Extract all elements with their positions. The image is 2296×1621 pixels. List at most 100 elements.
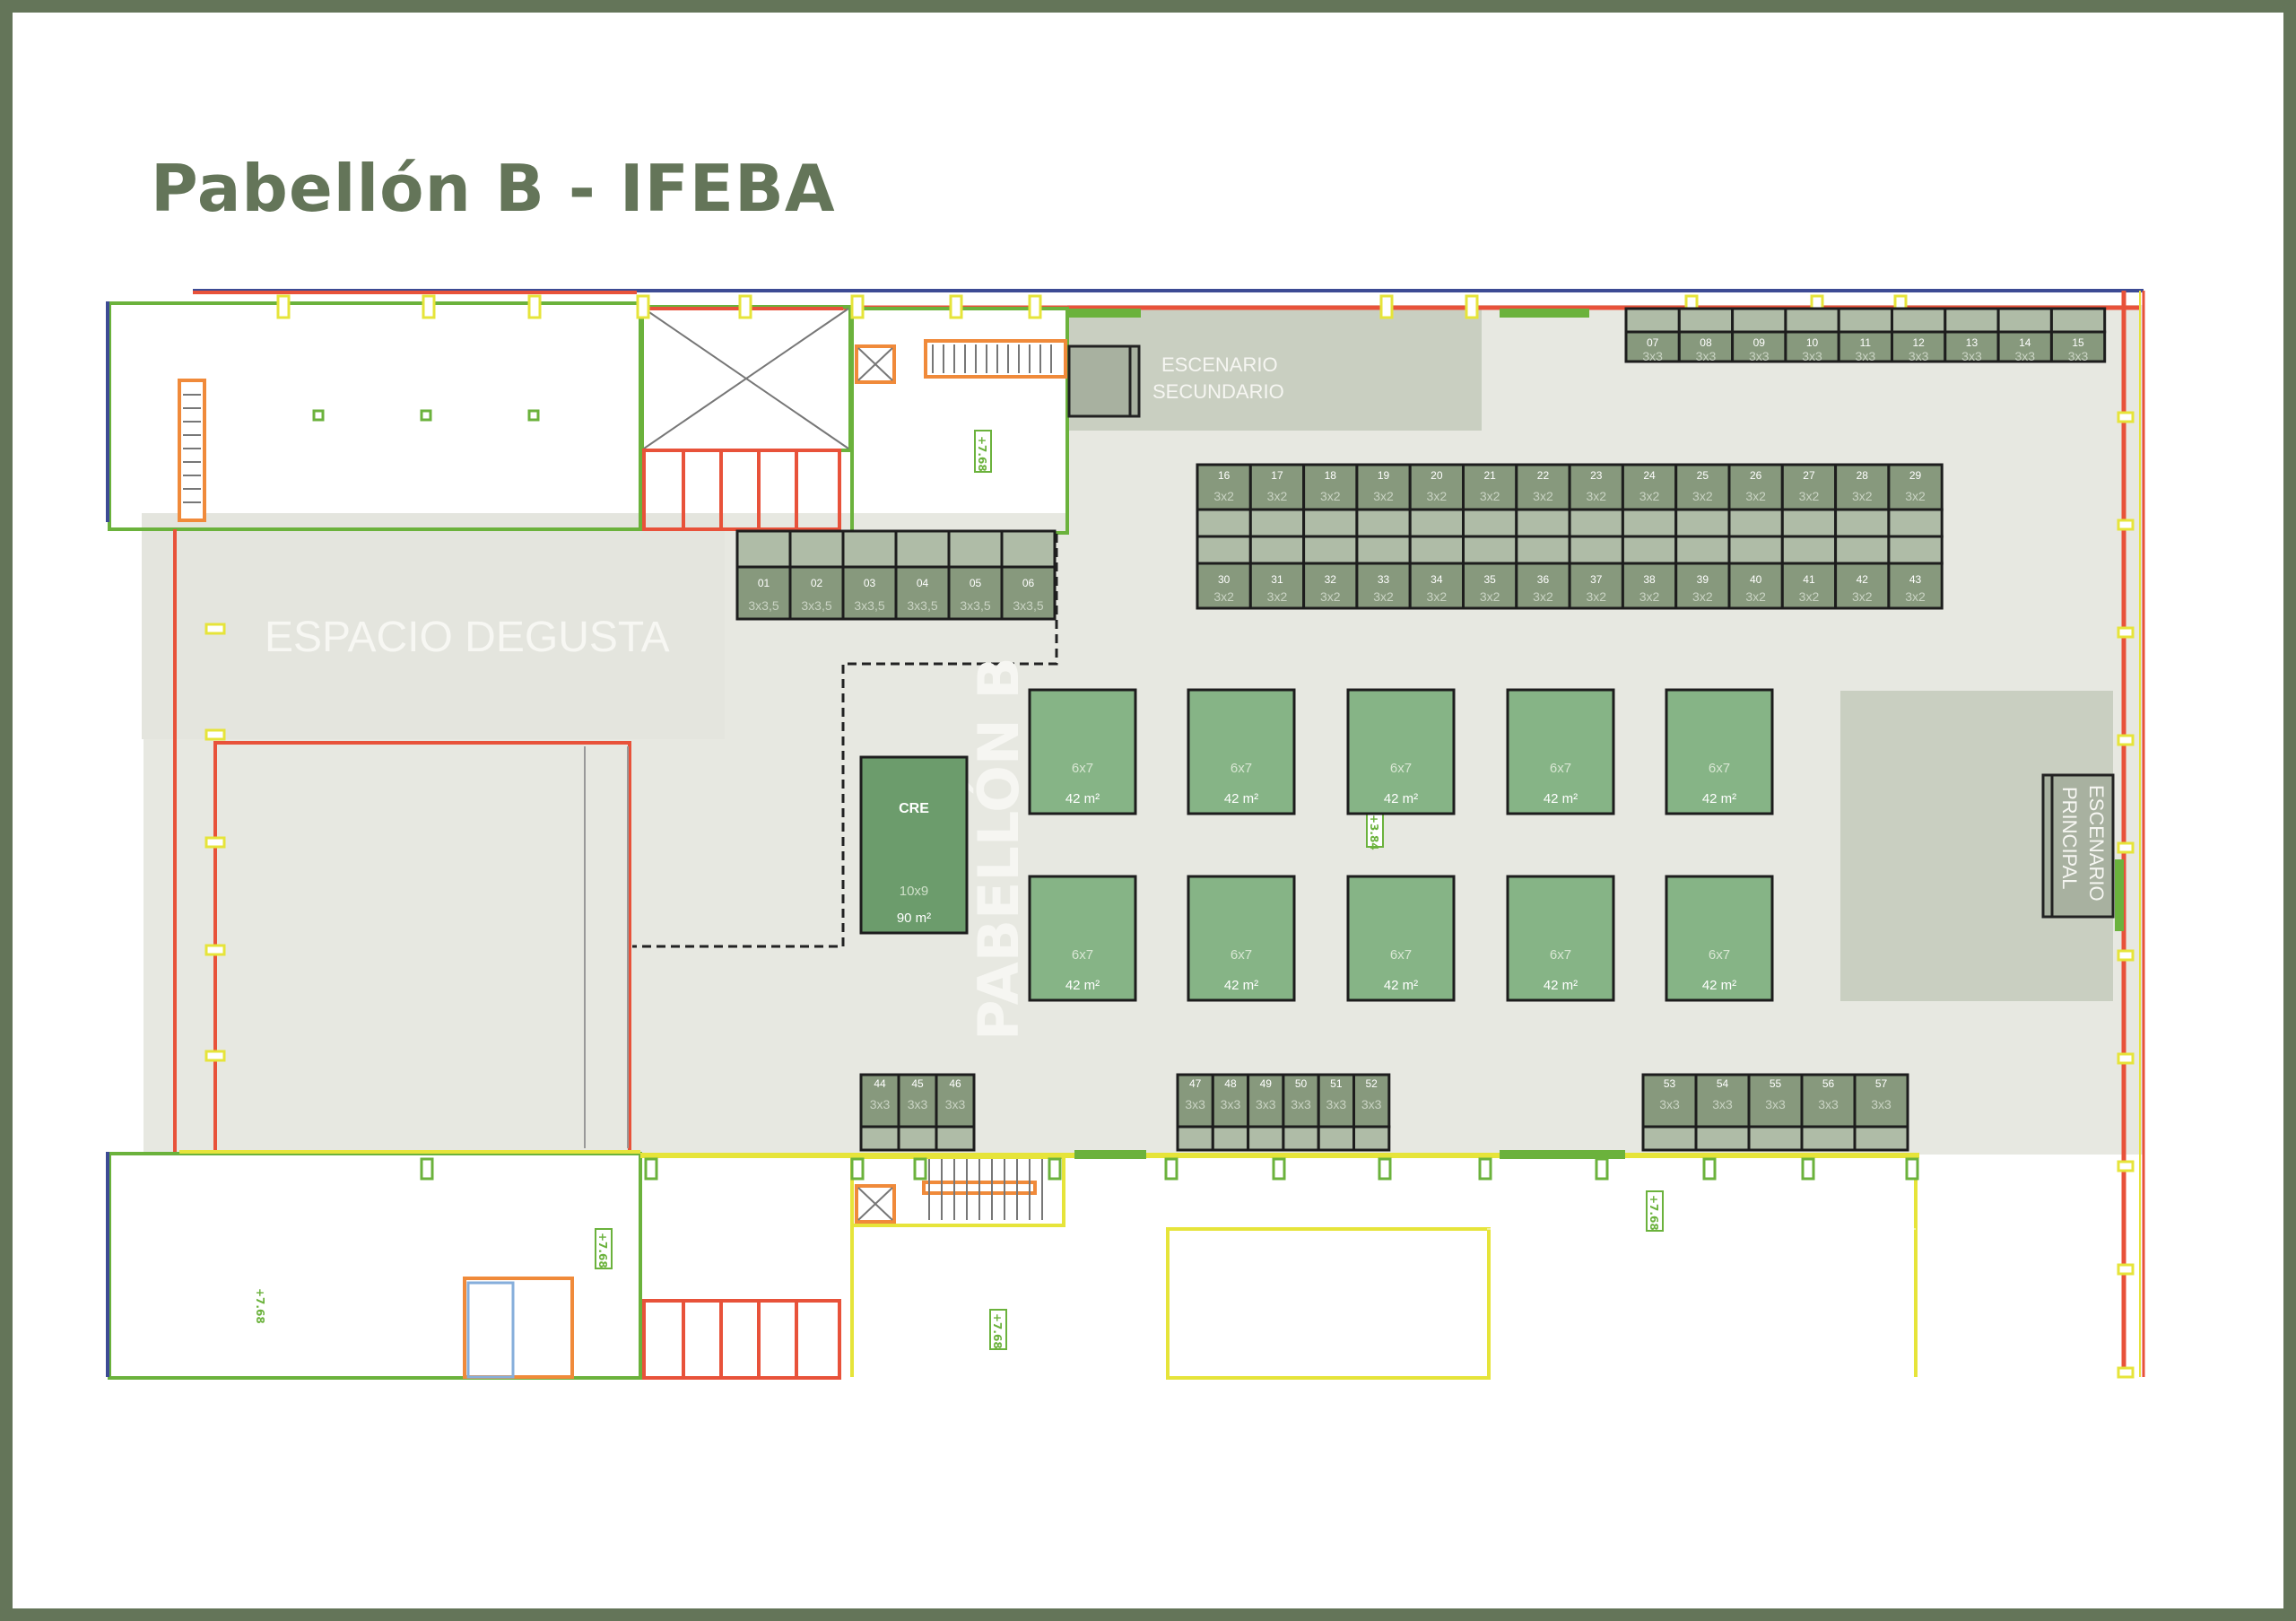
- stage-main-label-1: ESCENARIO: [2085, 785, 2108, 902]
- stand-number: 05: [970, 577, 982, 589]
- stand-number: 06: [1022, 577, 1035, 589]
- stand-aisle: [1747, 1125, 1804, 1152]
- room-bottom-center: [1166, 1227, 1491, 1380]
- stand-size: 3x3: [1818, 1097, 1839, 1111]
- stand-box: [1727, 562, 1784, 610]
- stand-size: 3x2: [1905, 589, 1926, 604]
- stage-secondary[interactable]: ESCENARIO SECUNDARIO: [1067, 344, 1284, 418]
- stand-size: 3x2: [1692, 589, 1713, 604]
- pillar: [312, 409, 325, 422]
- stand-size: 3x2: [1427, 489, 1448, 503]
- stand-number: 51: [1330, 1077, 1343, 1090]
- stand-aisle: [1834, 535, 1891, 565]
- stand-aisle: [1282, 1125, 1320, 1152]
- stair-upper: [924, 339, 1067, 379]
- degusta-zone[interactable]: [142, 513, 725, 739]
- stage-secondary-label-2: SECUNDARIO: [1152, 380, 1284, 403]
- stage-main[interactable]: ESCENARIO PRINCIPAL: [2041, 773, 2115, 919]
- stand-number: 50: [1295, 1077, 1308, 1090]
- stand-aisle: [2049, 307, 2107, 334]
- stand-size: 6x7: [1072, 947, 1093, 963]
- stage-main-platform: [2041, 773, 2115, 919]
- stand-size: 3x3: [1361, 1097, 1382, 1111]
- stand-cre-box: [859, 755, 969, 935]
- stand-large-box: [1187, 688, 1296, 815]
- level-mark-6: +7.68: [1648, 1195, 1660, 1231]
- stand-cre-name: CRE: [899, 801, 929, 816]
- stand-box: [859, 1073, 900, 1129]
- stand-size: 3x2: [1905, 489, 1926, 503]
- stand-aisle: [1408, 535, 1465, 565]
